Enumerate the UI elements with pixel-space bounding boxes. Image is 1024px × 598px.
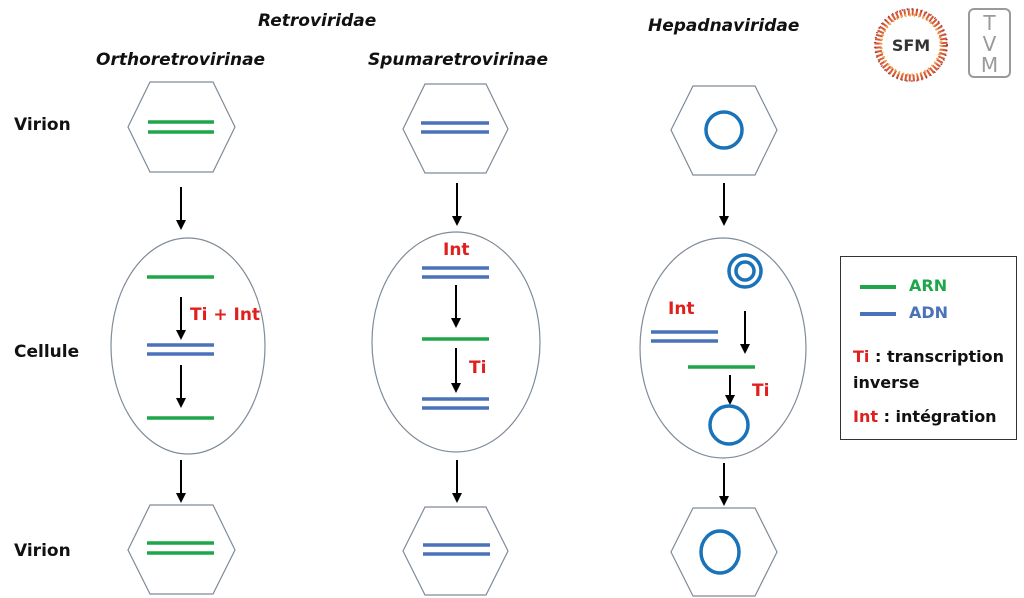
legend-box: ARN ADN Ti : transcription inverse Int :… xyxy=(840,256,1017,440)
legend-ti-abbrev: Ti xyxy=(853,347,870,366)
legend-int-definition: Int : intégration xyxy=(853,407,997,426)
circular-dna-icon xyxy=(699,529,741,575)
legend-swatch-adn xyxy=(860,312,896,316)
virion-capsid-hepadna-bottom xyxy=(670,507,778,597)
double-circular-dna-icon xyxy=(727,253,763,289)
cell-spuma xyxy=(371,231,541,453)
tvm-logo-letters-icon: T V M xyxy=(981,11,998,77)
virion-capsid-hepadna-top xyxy=(670,85,778,176)
sfm-logo-ring-icon: SFM xyxy=(874,8,948,82)
arrow-down-icon xyxy=(176,187,186,230)
subfamily-title-orthoretrovirinae: Orthoretrovirinae xyxy=(96,50,266,70)
arrow-down-icon xyxy=(176,365,186,408)
arrow-down-icon xyxy=(719,183,729,226)
circular-dna-icon xyxy=(708,404,750,446)
row-label-virion-bottom: Virion xyxy=(14,541,71,561)
legend-swatch-arn xyxy=(860,285,896,289)
tvm-logo: T V M xyxy=(968,8,1011,78)
virion-capsid-ortho-bottom xyxy=(127,504,236,595)
row-label-cellule: Cellule xyxy=(14,342,80,362)
cell-hepadna xyxy=(639,237,807,459)
step-label-int: Int xyxy=(668,299,695,319)
legend-int-abbrev: Int xyxy=(853,407,878,426)
step-label-ti: Ti xyxy=(752,381,770,401)
sfm-logo: SFM xyxy=(872,6,950,84)
arrow-down-icon xyxy=(452,183,462,226)
arrow-down-icon xyxy=(451,285,461,328)
virion-capsid-ortho-top xyxy=(127,81,236,173)
arrow-down-icon xyxy=(451,348,461,393)
legend-ti-text-line2: inverse xyxy=(853,373,920,392)
row-label-virion-top: Virion xyxy=(14,115,71,135)
arrow-down-icon xyxy=(740,311,750,354)
arrow-down-icon xyxy=(452,460,462,503)
step-label-ti-int: Ti + Int xyxy=(190,305,261,325)
legend-label-arn: ARN xyxy=(909,276,948,295)
legend-label-adn: ADN xyxy=(909,303,949,322)
subfamily-title-spumaretrovirinae: Spumaretrovirinae xyxy=(368,50,549,70)
virion-capsid-spuma-bottom xyxy=(402,506,509,596)
family-title-retroviridae: Retroviridae xyxy=(258,11,377,31)
circular-dna-icon xyxy=(704,110,744,150)
legend-ti-definition: Ti : transcription xyxy=(853,347,1004,366)
sfm-logo-text: SFM xyxy=(892,36,930,55)
arrow-down-icon xyxy=(176,460,186,503)
tvm-logo-letter: M xyxy=(981,53,998,76)
arrow-down-icon xyxy=(725,375,735,405)
arrow-down-icon xyxy=(719,463,729,506)
family-title-hepadnaviridae: Hepadnaviridae xyxy=(648,16,800,36)
tvm-logo-letter: T xyxy=(982,11,996,35)
tvm-logo-letter: V xyxy=(983,32,997,56)
legend-ti-text: : transcription xyxy=(869,347,1005,366)
step-label-int: Int xyxy=(443,240,470,260)
step-label-ti: Ti xyxy=(469,358,487,378)
arrow-down-icon xyxy=(176,297,186,340)
virion-capsid-spuma-top xyxy=(402,83,509,174)
legend-int-text: : intégration xyxy=(878,407,997,426)
